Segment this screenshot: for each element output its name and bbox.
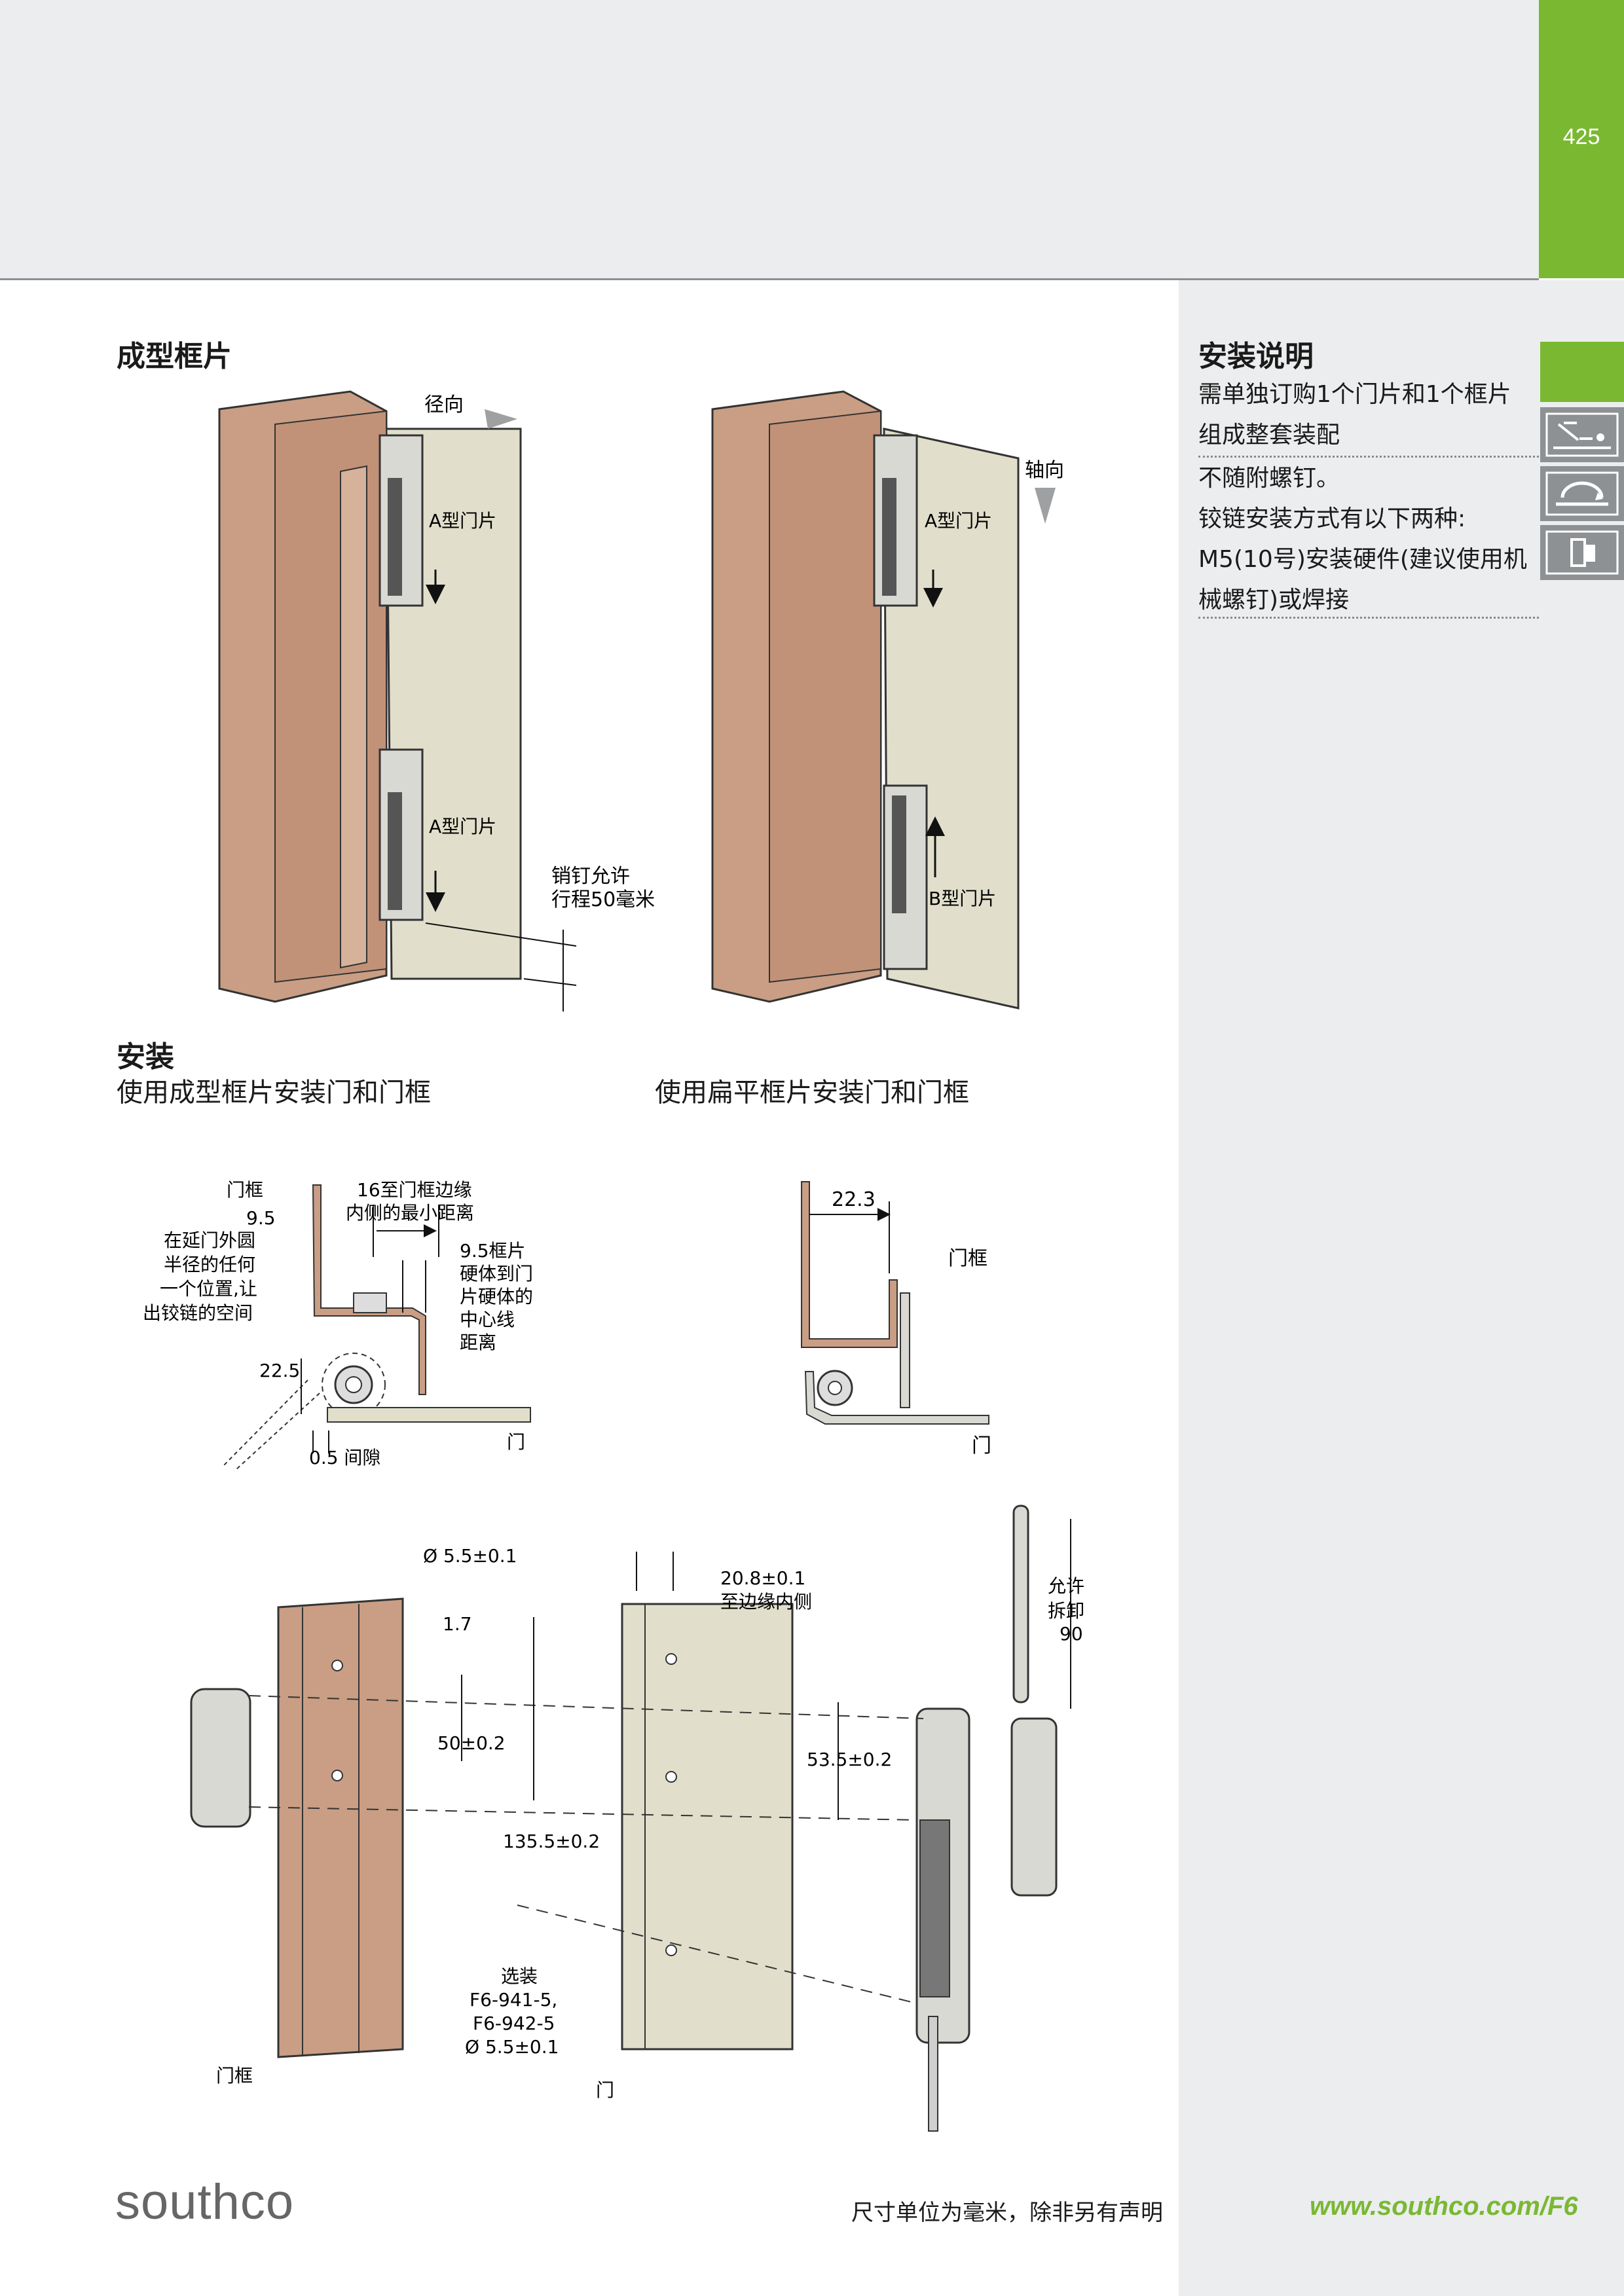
sidebar-title: 安装说明 xyxy=(1198,340,1314,373)
section-title-install: 安装 xyxy=(117,1040,174,1074)
divider xyxy=(1198,617,1539,619)
pin-travel-label: 行程50毫米 xyxy=(551,888,655,911)
section-title-formed-frame: 成型框片 xyxy=(117,340,232,373)
mounting-icon xyxy=(1540,525,1624,580)
page-number: 425 xyxy=(1562,124,1600,149)
sidebar-line: M5(10号)安装硬件(建议使用机 xyxy=(1198,546,1527,573)
units-note: 尺寸单位为毫米，除非另有声明 xyxy=(851,2200,1163,2226)
spray-icon xyxy=(1540,407,1624,462)
clearance-note: 在延门外圆 xyxy=(164,1230,255,1251)
dim-53-5: 53.5±0.2 xyxy=(807,1749,892,1770)
website-link[interactable]: www.southco.com/F6 xyxy=(1310,2192,1578,2221)
center-distance-note: 距离 xyxy=(460,1332,496,1353)
gap-label: 0.5 间隙 xyxy=(309,1447,380,1468)
dim-50: 50±0.2 xyxy=(437,1732,506,1754)
technical-drawings: 径向 A型门片 A型门片 销钉允许 行程50毫米 轴向 A型门片 B型门片 xyxy=(143,390,1084,2132)
dim-22-5: 22.5 xyxy=(259,1360,300,1381)
center-distance-note: 中心线 xyxy=(460,1309,515,1330)
center-distance-note: 9.5框片 xyxy=(460,1240,526,1262)
axial-label: 轴向 xyxy=(1025,459,1064,482)
door-frame-label: 门框 xyxy=(216,2065,253,2086)
min-distance-note: 16至门框边缘 xyxy=(357,1179,472,1201)
optional-note: F6-941-5, xyxy=(470,1989,557,2011)
door-leaf-label-a: A型门片 xyxy=(925,510,992,532)
page-tab xyxy=(1539,0,1624,278)
sidebar-line: 不随附螺钉。 xyxy=(1198,465,1340,492)
hole-diameter-label: Ø 5.5±0.1 xyxy=(423,1545,517,1567)
dim-1-7: 1.7 xyxy=(443,1613,472,1635)
header-band xyxy=(0,0,1539,280)
optional-note: 选装 xyxy=(501,1965,538,1987)
dim-20-8: 20.8±0.1 xyxy=(720,1567,805,1589)
inner-edge-label: 至边缘内侧 xyxy=(720,1591,812,1613)
door-frame-label: 门框 xyxy=(227,1179,263,1201)
clearance-note: 一个位置,让 xyxy=(160,1278,257,1300)
hinge-illustration-radial xyxy=(218,390,577,1011)
subtitle-formed-frame: 使用成型框片安装门和门框 xyxy=(117,1078,431,1108)
sidebar-note-1: 需单独订购1个门片和1个框片 组成整套装配 xyxy=(1198,374,1539,456)
radial-label: 径向 xyxy=(424,393,464,416)
door-label: 门 xyxy=(972,1434,991,1457)
door-frame-label: 门框 xyxy=(948,1247,987,1270)
rotation-icon xyxy=(1540,466,1624,521)
door-label: 门 xyxy=(507,1431,525,1453)
hinge-illustration-axial xyxy=(711,390,1056,1010)
divider xyxy=(1198,456,1539,458)
sidebar-note-2: 不随附螺钉。 铰链安装方式有以下两种: M5(10号)安装硬件(建议使用机 械螺… xyxy=(1198,458,1539,621)
clearance-note: 半径的任何 xyxy=(164,1254,255,1275)
mounting-exploded-view xyxy=(190,1504,1071,2132)
optional-note: Ø 5.5±0.1 xyxy=(465,2036,559,2058)
door-leaf-label-a: A型门片 xyxy=(429,510,496,532)
dim-135-5: 135.5±0.2 xyxy=(503,1831,600,1852)
sidebar-line: 械螺钉)或焊接 xyxy=(1198,587,1350,613)
center-distance-note: 片硬体的 xyxy=(460,1286,533,1307)
center-distance-note: 硬体到门 xyxy=(460,1263,533,1285)
category-marker xyxy=(1540,342,1624,402)
removal-note: 90 xyxy=(1060,1623,1083,1645)
subtitle-flat-frame: 使用扁平框片安装门和门框 xyxy=(655,1078,969,1108)
flat-frame-section xyxy=(801,1181,989,1425)
clearance-note: 出铰链的空间 xyxy=(143,1302,253,1324)
sidebar xyxy=(1179,280,1624,2296)
dim-22-3: 22.3 xyxy=(832,1188,876,1211)
removal-note: 允许 xyxy=(1048,1575,1084,1597)
dim-9-5: 9.5 xyxy=(246,1207,276,1229)
door-leaf-label-b: B型门片 xyxy=(929,888,996,909)
formed-frame-section xyxy=(222,1184,531,1470)
sidebar-line: 需单独订购1个门片和1个框片 xyxy=(1198,381,1511,408)
sidebar-line: 组成整套装配 xyxy=(1198,422,1340,448)
door-leaf-label-a: A型门片 xyxy=(429,816,496,837)
door-label: 门 xyxy=(596,2079,614,2101)
pin-travel-label: 销钉允许 xyxy=(551,865,630,888)
optional-note: F6-942-5 xyxy=(473,2013,555,2034)
removal-note: 拆卸 xyxy=(1048,1600,1084,1622)
min-distance-note: 内侧的最小距离 xyxy=(346,1202,474,1224)
southco-logo: southco xyxy=(115,2174,295,2230)
sidebar-line: 铰链安装方式有以下两种: xyxy=(1198,505,1466,532)
